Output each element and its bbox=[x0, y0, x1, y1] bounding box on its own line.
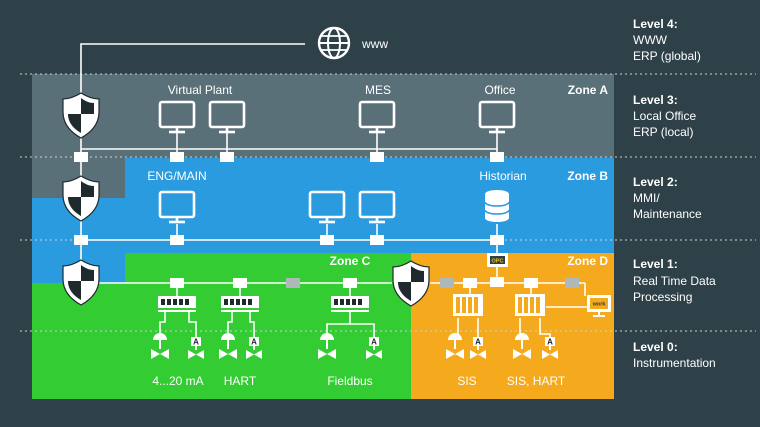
sis-hart-field-label: SIS, HART bbox=[507, 374, 566, 388]
sis-controller-icon bbox=[453, 294, 483, 316]
gateway-port-icon bbox=[286, 278, 300, 288]
opc-gateway-icon: OPC bbox=[487, 253, 508, 287]
eng-main-label: ENG/MAIN bbox=[147, 169, 206, 183]
level-2-block: Level 2: MMI/ Maintenance bbox=[633, 175, 702, 221]
switch-port-icon bbox=[170, 278, 184, 288]
gateway-port-icon bbox=[565, 278, 579, 288]
switch-port-icon bbox=[463, 278, 477, 288]
level-title: Level 0: bbox=[633, 340, 678, 354]
level-title: Level 1: bbox=[633, 257, 678, 271]
mes-label: MES bbox=[365, 83, 391, 97]
gateway-port-icon bbox=[440, 278, 454, 288]
switch-port-icon bbox=[170, 152, 184, 162]
level-3-block: Level 3: Local Office ERP (local) bbox=[633, 93, 696, 139]
level-1-block: Level 1: Real Time Data Processing bbox=[633, 257, 716, 304]
level-title: Level 2: bbox=[633, 175, 678, 189]
www-label: www bbox=[361, 37, 388, 51]
virtual-plant-label: Virtual Plant bbox=[168, 83, 233, 97]
level-line: Real Time Data bbox=[633, 274, 716, 288]
switch-port-icon bbox=[490, 235, 504, 245]
switch-port-icon bbox=[74, 152, 88, 162]
switch-port-icon bbox=[370, 152, 384, 162]
zone-a-area bbox=[32, 74, 614, 158]
switch-port-icon bbox=[343, 278, 357, 288]
zone-a-label: Zone A bbox=[568, 83, 609, 97]
fieldbus-field-label: Fieldbus bbox=[327, 374, 372, 388]
switch-port-icon bbox=[220, 152, 234, 162]
level-line: Processing bbox=[633, 290, 692, 304]
level-title: Level 3: bbox=[633, 93, 678, 107]
level-line: MMI/ bbox=[633, 191, 660, 205]
sis-controller-icon bbox=[515, 294, 545, 316]
level-0-block: Level 0: Instrumentation bbox=[633, 340, 716, 370]
zone-b-label: Zone B bbox=[567, 169, 608, 183]
work-badge-label: work bbox=[592, 302, 607, 308]
level-line: WWW bbox=[633, 33, 668, 47]
zone-c-label: Zone C bbox=[330, 254, 371, 268]
zone-d-area bbox=[411, 253, 614, 399]
level-4-block: Level 4: WWW ERP (global) bbox=[633, 17, 701, 63]
historian-database-icon bbox=[484, 190, 510, 222]
level-line: ERP (local) bbox=[633, 125, 693, 139]
level-title: Level 4: bbox=[633, 17, 678, 31]
historian-label: Historian bbox=[479, 169, 526, 183]
hart-field-label: HART bbox=[224, 374, 257, 388]
switch-port-icon bbox=[320, 235, 334, 245]
globe-icon bbox=[317, 26, 351, 60]
sis-field-label: SIS bbox=[457, 374, 476, 388]
opc-badge-label: OPC bbox=[492, 258, 504, 264]
work-monitor-icon: work bbox=[587, 295, 611, 317]
switch-port-icon bbox=[74, 235, 88, 245]
switch-port-icon bbox=[170, 235, 184, 245]
level-line: Instrumentation bbox=[633, 356, 716, 370]
switch-port-icon bbox=[370, 235, 384, 245]
ma-field-label: 4...20 mA bbox=[152, 374, 203, 388]
level-line: ERP (global) bbox=[633, 49, 701, 63]
zone-d-label: Zone D bbox=[567, 254, 608, 268]
level-line: Local Office bbox=[633, 109, 696, 123]
level-line: Maintenance bbox=[633, 207, 702, 221]
switch-port-icon bbox=[524, 278, 538, 288]
zone-b-area bbox=[125, 158, 614, 253]
switch-port-icon bbox=[490, 152, 504, 162]
switch-port-icon bbox=[233, 278, 247, 288]
office-label: Office bbox=[484, 83, 515, 97]
